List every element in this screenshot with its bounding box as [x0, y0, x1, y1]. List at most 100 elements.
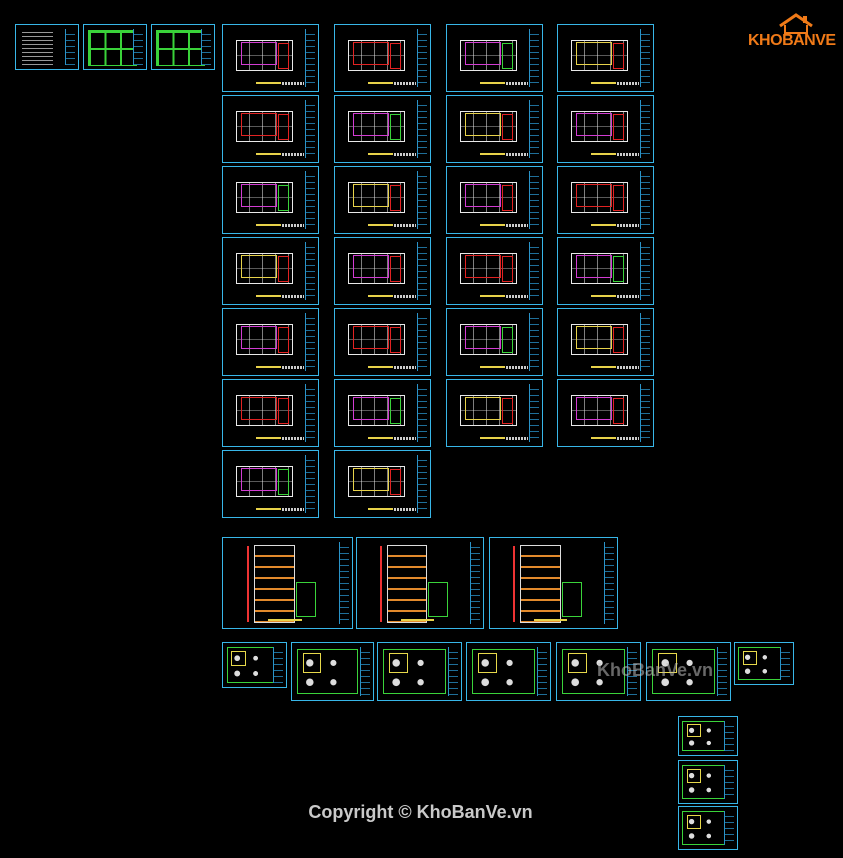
detail-drawing	[471, 648, 536, 695]
copyright-label: Copyright © KhoBanVe.vn	[308, 802, 533, 822]
title-block	[305, 100, 315, 158]
sheet-thumbnail-grid	[87, 30, 137, 66]
drawing-title-line	[368, 437, 393, 439]
detail-stack-sheet-1[interactable]	[678, 716, 738, 756]
logo-text-suffix: BANVE	[782, 32, 836, 49]
floor-plan-sheet-c4-r1[interactable]	[557, 24, 654, 92]
title-block	[417, 100, 427, 158]
title-block	[305, 171, 315, 229]
copyright-text: Copyright © KhoBanVe.vn	[0, 802, 843, 823]
detail-drawing	[682, 720, 727, 752]
drawing-title-line	[268, 619, 302, 621]
detail-drawing	[561, 648, 626, 695]
title-block	[640, 100, 650, 158]
floor-plan-drawing	[571, 323, 629, 355]
detail-sheet-3[interactable]	[377, 642, 462, 701]
watermark-text: KhoBanVe.vn	[597, 660, 714, 680]
floor-plan-drawing	[460, 181, 518, 213]
detail-sheet-4[interactable]	[466, 642, 551, 701]
floor-plan-drawing	[348, 252, 406, 284]
elevation-sheet-2[interactable]	[489, 537, 618, 629]
floor-plan-sheet-c2-r7[interactable]	[334, 450, 431, 518]
title-block-info	[617, 295, 639, 298]
title-block-info	[282, 224, 304, 227]
title-block	[417, 384, 427, 442]
floor-plan-sheet-c1-r4[interactable]	[222, 237, 319, 305]
floor-plan-drawing	[236, 252, 294, 284]
floor-plan-sheet-c2-r3[interactable]	[334, 166, 431, 234]
drawing-title-line	[368, 82, 393, 84]
floor-plan-drawing	[571, 394, 629, 426]
detail-drawing	[738, 647, 783, 680]
floor-plan-sheet-c1-r1[interactable]	[222, 24, 319, 92]
floor-plan-drawing	[348, 465, 406, 497]
drawing-title-line	[256, 295, 281, 297]
title-block-info	[282, 295, 304, 298]
title-block-info	[394, 82, 416, 85]
elevation-drawing	[513, 545, 582, 623]
floor-plan-sheet-c4-r2[interactable]	[557, 95, 654, 163]
floor-plan-sheet-c4-r5[interactable]	[557, 308, 654, 376]
title-block-info	[394, 224, 416, 227]
drawing-title-line	[480, 153, 505, 155]
index-sheet-3[interactable]	[151, 24, 215, 70]
detail-sheet-1[interactable]	[222, 642, 287, 688]
drawing-title-line	[368, 366, 393, 368]
title-block-info	[282, 437, 304, 440]
floor-plan-sheet-c3-r1[interactable]	[446, 24, 543, 92]
detail-sheet-5[interactable]	[556, 642, 641, 701]
floor-plan-sheet-c3-r6[interactable]	[446, 379, 543, 447]
title-block-info	[394, 366, 416, 369]
floor-plan-sheet-c4-r3[interactable]	[557, 166, 654, 234]
drawing-title-line	[480, 224, 505, 226]
floor-plan-sheet-c3-r2[interactable]	[446, 95, 543, 163]
floor-plan-sheet-c3-r5[interactable]	[446, 308, 543, 376]
floor-plan-sheet-c4-r6[interactable]	[557, 379, 654, 447]
drawing-title-line	[368, 295, 393, 297]
floor-plan-sheet-c1-r3[interactable]	[222, 166, 319, 234]
floor-plan-sheet-c2-r4[interactable]	[334, 237, 431, 305]
drawing-title-line	[480, 295, 505, 297]
title-block	[717, 647, 727, 696]
title-block-info	[617, 366, 639, 369]
floor-plan-sheet-c1-r6[interactable]	[222, 379, 319, 447]
title-block-info	[282, 508, 304, 511]
title-block-info	[506, 153, 528, 156]
detail-sheet-7[interactable]	[734, 642, 794, 685]
title-block	[640, 242, 650, 300]
index-sheet-2[interactable]	[83, 24, 147, 70]
title-block	[417, 455, 427, 513]
floor-plan-sheet-c1-r7[interactable]	[222, 450, 319, 518]
detail-sheet-2[interactable]	[291, 642, 374, 701]
detail-drawing	[651, 648, 716, 695]
drawing-title-line	[256, 224, 281, 226]
floor-plan-drawing	[460, 323, 518, 355]
floor-plan-sheet-c2-r5[interactable]	[334, 308, 431, 376]
drawing-title-line	[480, 82, 505, 84]
detail-stack-sheet-2[interactable]	[678, 760, 738, 804]
floor-plan-drawing	[571, 252, 629, 284]
floor-plan-drawing	[236, 39, 294, 71]
section-sheet-1[interactable]	[222, 537, 353, 629]
drawing-title-line	[401, 619, 434, 621]
title-block	[417, 242, 427, 300]
floor-plan-sheet-c2-r1[interactable]	[334, 24, 431, 92]
index-sheet-1[interactable]	[15, 24, 79, 70]
title-block	[640, 384, 650, 442]
floor-plan-sheet-c1-r5[interactable]	[222, 308, 319, 376]
detail-sheet-6[interactable]	[646, 642, 731, 701]
detail-stack-sheet-3[interactable]	[678, 806, 738, 850]
floor-plan-drawing	[348, 110, 406, 142]
title-block	[529, 242, 539, 300]
detail-drawing	[226, 647, 275, 683]
floor-plan-sheet-c2-r2[interactable]	[334, 95, 431, 163]
floor-plan-sheet-c3-r4[interactable]	[446, 237, 543, 305]
floor-plan-sheet-c3-r3[interactable]	[446, 166, 543, 234]
floor-plan-sheet-c4-r4[interactable]	[557, 237, 654, 305]
elevation-sheet-1[interactable]	[356, 537, 484, 629]
floor-plan-drawing	[460, 110, 518, 142]
floor-plan-sheet-c1-r2[interactable]	[222, 95, 319, 163]
title-block	[470, 542, 480, 624]
floor-plan-drawing	[236, 323, 294, 355]
floor-plan-sheet-c2-r6[interactable]	[334, 379, 431, 447]
